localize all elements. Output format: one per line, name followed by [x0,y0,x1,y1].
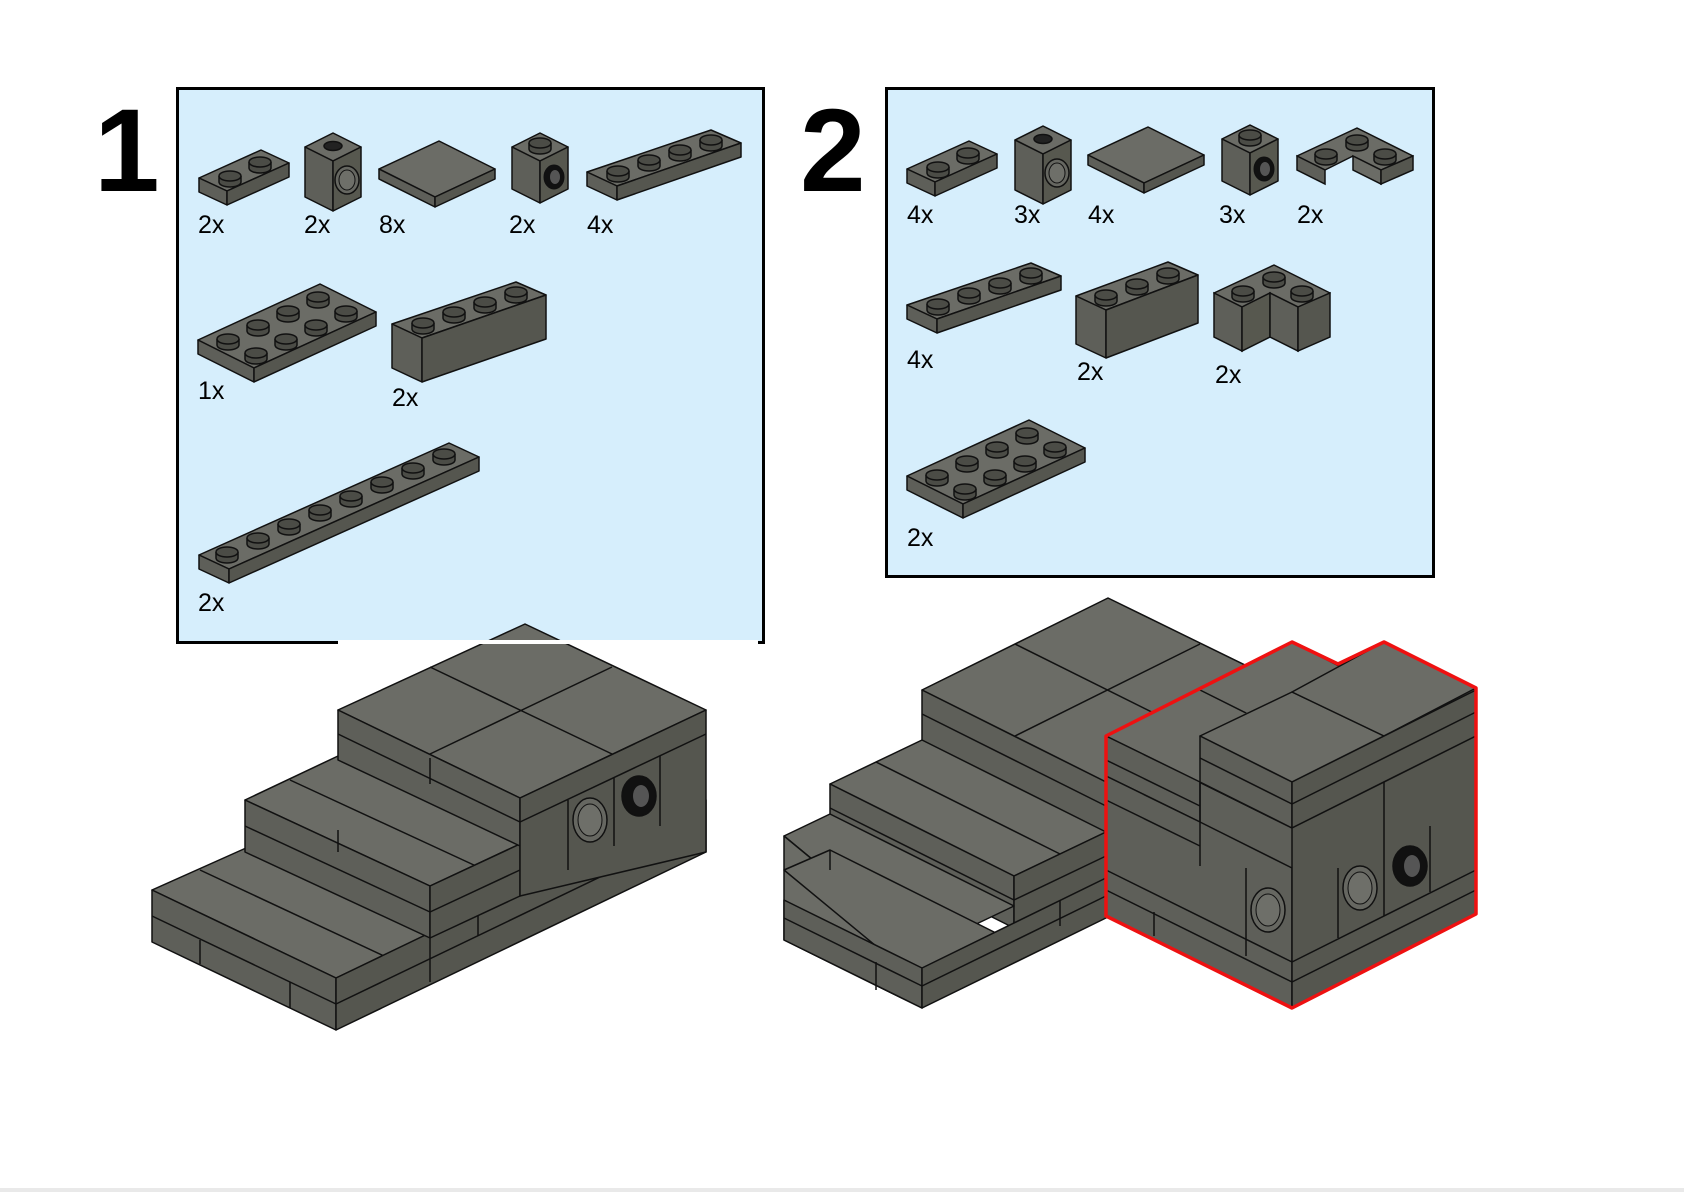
part-plate-2x4 [907,420,1085,518]
part-plate-2x4 [198,284,376,382]
part-brick-1x3 [1076,262,1198,358]
part-brick-1x1-hole-side [1222,125,1278,195]
step-2-assembly [784,598,1476,1008]
part-brick-1x4 [392,282,546,382]
part-plate-2x2-corner [1297,128,1413,184]
part-plate-1x4 [587,130,741,200]
part-plate-1x4 [907,263,1061,333]
part-plate-1x8 [199,443,479,583]
step-2-part-images [907,125,1413,518]
page-footer-bar [0,1188,1684,1192]
part-brick-1x1-hole [1015,126,1071,204]
part-tile-2x2 [379,141,495,207]
part-plate-1x2 [199,150,289,205]
step-1-assembly [152,624,758,1030]
part-brick-1x1-hole-side [512,133,568,203]
part-brick-2x2-corner [1214,265,1330,351]
part-brick-1x1-hole [305,133,361,211]
part-plate-1x2 [907,141,997,196]
part-tile-2x2 [1088,127,1204,193]
step-1-part-images [198,130,741,583]
